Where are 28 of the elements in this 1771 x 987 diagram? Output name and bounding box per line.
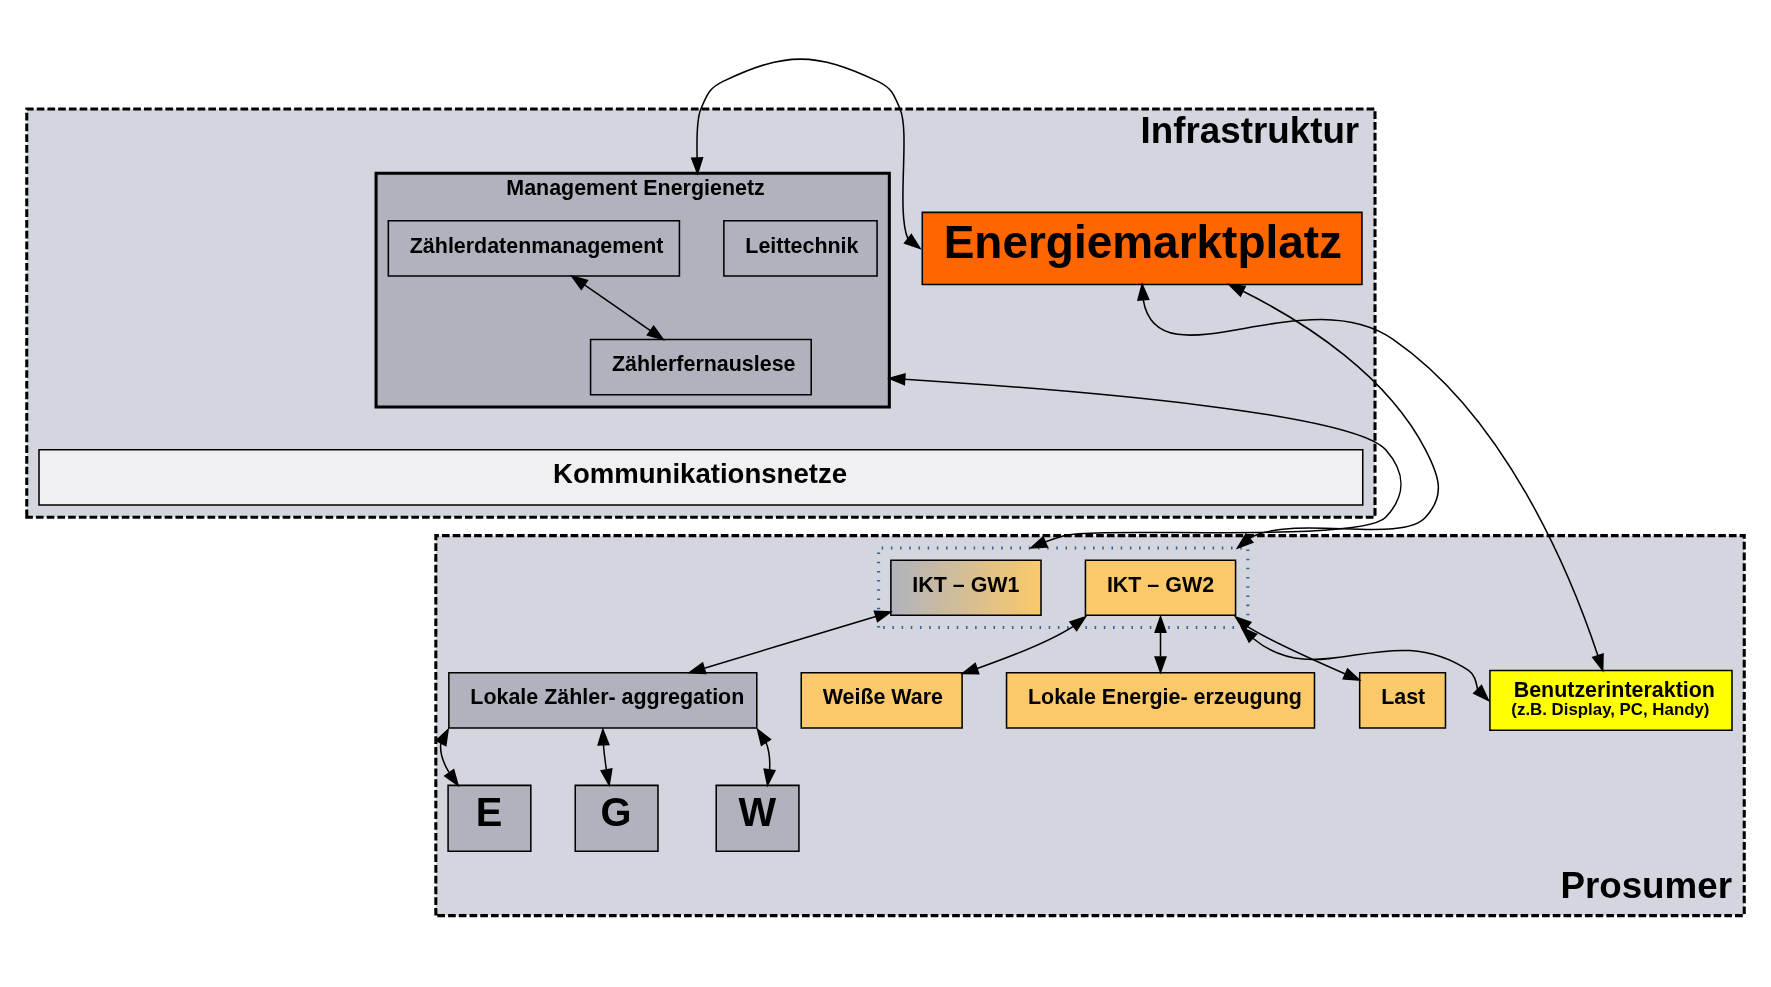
node-box: Benutzerinteraktion (z.B. Display, PC, Handy) (1489, 669, 1733, 731)
arrow (960, 615, 1088, 675)
node-box: IKT – GW2 (1084, 559, 1237, 617)
node-box: Lokale Zähler- aggregation (448, 672, 758, 729)
node-box: Last (1358, 672, 1447, 729)
arrow (569, 274, 666, 341)
arrow (690, 58, 922, 250)
node-box: Weiße Ware (800, 672, 963, 729)
node-box: Lokale Energie- erzeugung (1005, 672, 1316, 729)
node-box: G (574, 784, 659, 853)
node-box: W (715, 784, 800, 853)
node-box: E (447, 784, 532, 853)
arrow (1233, 615, 1362, 682)
arrow (1226, 283, 1440, 550)
arrow (435, 727, 460, 788)
node-box: Kommunikationsnetze (38, 449, 1364, 506)
node-box: Leittechnik (723, 220, 878, 277)
arrow (756, 727, 777, 788)
arrow (1240, 626, 1490, 702)
arrow (887, 372, 1402, 549)
node-box: Zählerfernauslese (589, 338, 812, 396)
arrow (687, 610, 893, 675)
arrow (1154, 614, 1167, 675)
arrow (597, 727, 613, 788)
node-box: Energiemarktplatz (921, 211, 1363, 286)
arrow (1136, 282, 1604, 673)
node-box: IKT – GW1 (890, 559, 1042, 617)
node-box: Zählerdatenmanagement (387, 220, 681, 277)
